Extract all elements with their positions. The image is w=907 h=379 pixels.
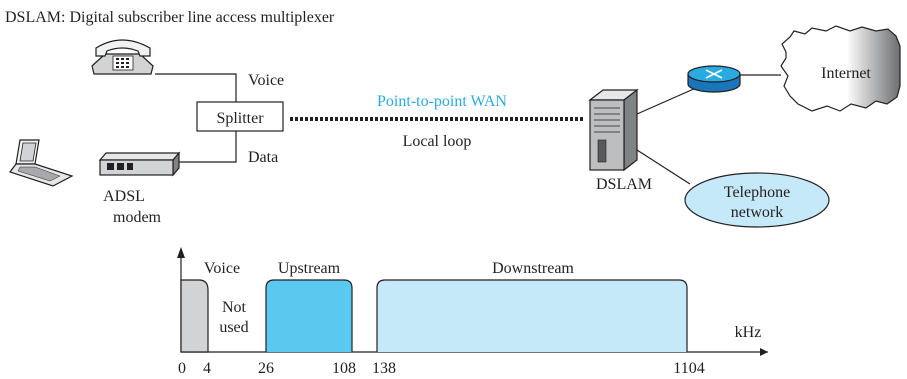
adsl-modem-icon: [98, 151, 181, 177]
telephone-network: Telephone network: [684, 172, 830, 228]
tick-label: 4: [203, 360, 211, 377]
wan-label: Point-to-point WAN: [377, 93, 507, 110]
telephone-network-line1: Telephone: [724, 184, 790, 201]
tick-label: 1104: [673, 360, 704, 377]
voice-line: [155, 73, 237, 102]
voice-band: [180, 279, 209, 353]
data-label: Data: [248, 149, 278, 166]
tick-label: 138: [372, 360, 396, 377]
not-used-label-line2: used: [219, 319, 248, 336]
tick-label: 108: [332, 360, 356, 377]
dslam-telephone-line: [636, 149, 691, 185]
internet-cloud-icon: Internet: [780, 25, 901, 112]
internet-label: Internet: [821, 65, 871, 82]
caption: DSLAM: Digital subscriber line access mu…: [5, 9, 335, 26]
voice-label: Voice: [248, 72, 284, 89]
tick-label: 0: [178, 360, 186, 377]
voice-band-label: Voice: [204, 260, 240, 277]
not-used-label-line1: Not: [222, 299, 247, 316]
adsl-label-line2: modem: [113, 209, 162, 226]
splitter-label: Splitter: [216, 110, 264, 127]
router-icon: [687, 65, 741, 93]
dslam-server-icon: [588, 88, 639, 172]
downstream-band: [376, 279, 688, 352]
telephone-icon: [91, 39, 154, 75]
frequency-axis-arrow: [760, 348, 768, 356]
spectrum-diagram: Voice Upstream Downstream Not used kHz 0…: [177, 247, 768, 377]
local-loop-label: Local loop: [403, 133, 472, 150]
tick-label: 26: [258, 360, 274, 377]
unit-label: kHz: [735, 324, 762, 341]
data-line: [179, 131, 237, 163]
telephone-network-line2: network: [731, 204, 783, 221]
downstream-band-label: Downstream: [492, 260, 574, 277]
splitter-box: Splitter: [196, 101, 284, 132]
dslam-label: DSLAM: [596, 176, 652, 193]
upstream-band: [265, 279, 353, 352]
amplitude-axis-arrow: [177, 247, 185, 258]
upstream-band-label: Upstream: [278, 260, 341, 277]
adsl-label-line1: ADSL: [103, 188, 145, 205]
laptop-icon: [9, 139, 74, 187]
